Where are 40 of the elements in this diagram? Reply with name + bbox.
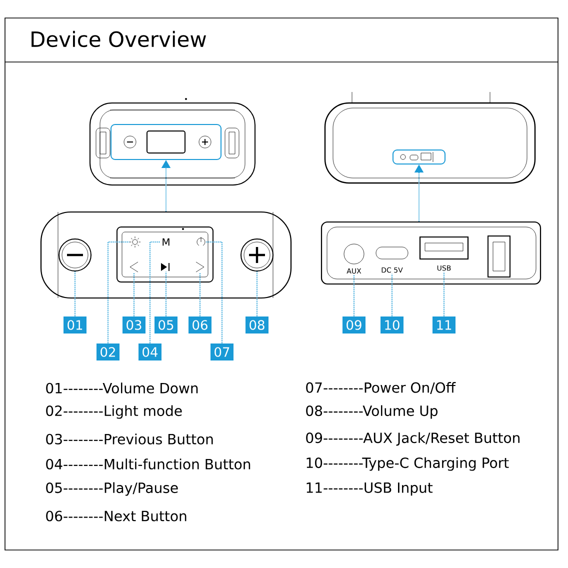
control-panel [320,221,542,285]
callout-number: 10 [380,316,404,334]
callout-number: 07 [210,344,234,360]
legend-line: 10--------Type-C Charging Port [306,457,509,471]
callout-number: 08 [246,316,268,334]
callout-number: 05 [154,316,178,334]
callout-number: 06 [188,316,212,334]
mode-key: M [162,238,170,246]
callout-number: 01 [64,316,86,334]
leader-line [206,242,222,344]
highlight-frame [110,124,222,160]
highlight-frame [392,150,446,164]
legend-line: 11--------USB Input [306,482,433,496]
legend-line: 09--------AUX Jack/Reset Button [306,432,520,446]
legend-line: 02--------Light mode [46,405,182,419]
chevron-icon [196,262,204,272]
legend-line: 06--------Next Button [46,510,186,522]
legend-line: 05--------Play/Pause [46,482,178,496]
control-panel [40,211,292,299]
callout-number: 09 [342,316,366,334]
chevron-icon [130,262,138,272]
callout-number: 02 [96,344,120,360]
leader-line [256,271,258,317]
leader-line [74,271,76,317]
legend-line: 01--------Volume Down [46,382,198,394]
play-pause-icon [161,262,170,272]
legend-line: 07--------Power On/Off [306,382,456,394]
plus-button [240,238,274,272]
callout-number: 04 [138,344,162,360]
sun-icon [129,236,141,248]
title: Device Overview [32,30,206,48]
callout-number: 11 [432,316,456,334]
legend-line: 04--------Multi-function Button [46,458,250,470]
leader-line [150,242,161,344]
legend-line: 08--------Volume Up [306,405,438,419]
power-icon [196,236,206,246]
callout-number: 03 [122,316,146,334]
leader-line [108,242,130,344]
legend-line: 03--------Previous Button [46,434,213,444]
minus-button [58,238,92,272]
